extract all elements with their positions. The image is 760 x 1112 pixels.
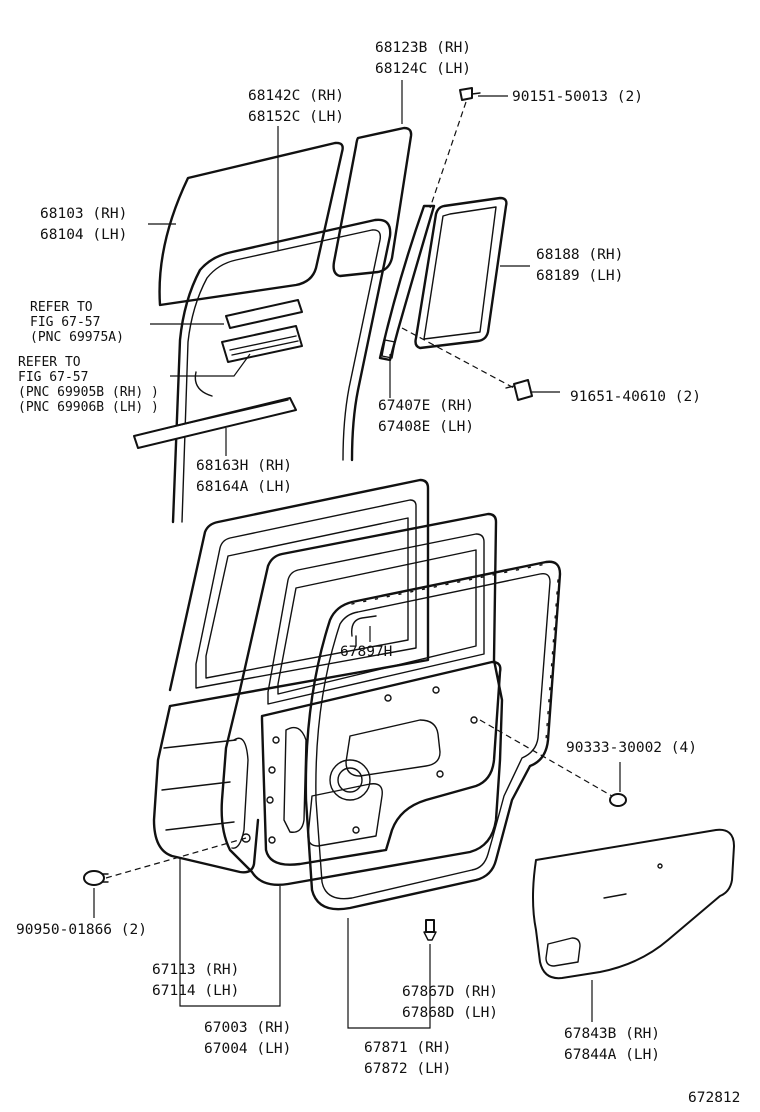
door-inner-frame-window-inner — [277, 549, 477, 695]
figure-number: 672812 — [688, 1090, 740, 1106]
belt-weatherstrip-outer — [225, 299, 303, 329]
door-weatherstrip-inner — [315, 572, 551, 900]
small-clip — [194, 371, 213, 397]
label-68142c: 68142C (RH) — [248, 88, 344, 104]
clip-icon — [83, 870, 109, 886]
label-68164a: 68164A (LH) — [196, 479, 292, 495]
panel-hole — [268, 766, 276, 774]
belt-weatherstrip-texture — [229, 335, 299, 356]
label-67867d: 67867D (RH) — [402, 984, 498, 1000]
door-inner-frame-window — [267, 533, 485, 705]
label-91651: 91651-40610 (2) — [570, 389, 701, 405]
weatherstrip-dots — [351, 563, 559, 741]
screw-dashed-line — [429, 101, 467, 209]
label-67897h: 67897H — [340, 644, 392, 660]
door-inner-frame — [220, 512, 504, 886]
panel-hole — [436, 770, 444, 778]
label-67003: 67003 (RH) — [204, 1020, 291, 1036]
glass-run-channel-inner — [181, 229, 382, 523]
refer1-line2: FIG 67-57 — [30, 315, 100, 330]
bolt-icon — [505, 379, 533, 401]
label-67868d: 67868D (LH) — [402, 1005, 498, 1021]
panel-hole — [272, 736, 280, 744]
label-67004: 67004 (LH) — [204, 1041, 291, 1057]
panel-hole — [352, 826, 360, 834]
refer2-line4: (PNC 69906B (LH) ) — [18, 400, 159, 415]
label-68188: 68188 (RH) — [536, 247, 623, 263]
glass-run-channel — [171, 218, 392, 524]
label-68123b: 68123B (RH) — [375, 40, 471, 56]
refer2-line2: FIG 67-57 — [18, 370, 88, 385]
label-67871: 67871 (RH) — [364, 1040, 451, 1056]
door-glass — [158, 141, 344, 307]
label-68163h: 68163H (RH) — [196, 458, 292, 474]
inner-panel-cutout-2 — [345, 719, 441, 777]
label-67844a: 67844A (LH) — [564, 1047, 660, 1063]
label-68152c: 68152C (LH) — [248, 109, 344, 125]
label-68104: 68104 (LH) — [40, 227, 127, 243]
speaker-hole-inner — [337, 767, 363, 793]
label-67407e: 67407E (RH) — [378, 398, 474, 414]
label-67872: 67872 (LH) — [364, 1061, 451, 1077]
small-weatherstrip — [351, 615, 377, 647]
label-67408e: 67408E (LH) — [378, 419, 474, 435]
panel-hole — [268, 836, 276, 844]
panel-hole — [384, 694, 392, 702]
screw-icon — [459, 87, 481, 101]
label-68124c: 68124C (LH) — [375, 61, 471, 77]
belt-weatherstrip-inner — [221, 325, 303, 363]
label-67113: 67113 (RH) — [152, 962, 239, 978]
refer2-line1: REFER TO — [18, 355, 81, 370]
service-hole-cover-line — [603, 893, 627, 899]
door-outer-window-inner — [205, 517, 409, 679]
label-68103: 68103 (RH) — [40, 206, 127, 222]
door-outer-panel — [152, 478, 430, 874]
door-hinge-edge — [231, 737, 249, 849]
door-outer-window — [195, 499, 417, 689]
panel-hole — [470, 716, 478, 724]
belt-moulding-edge — [145, 399, 289, 434]
label-68189: 68189 (LH) — [536, 268, 623, 284]
refer1-line3: (PNC 69975A) — [30, 330, 124, 345]
hole-plug-icon — [609, 793, 627, 807]
refer1-line1: REFER TO — [30, 300, 93, 315]
weatherstrip-clip-icon — [423, 919, 437, 941]
label-67843b: 67843B (RH) — [564, 1026, 660, 1042]
inner-panel-cutout-1 — [283, 726, 307, 833]
window-frame-rear — [414, 196, 508, 350]
service-hole-cover-mark — [657, 863, 663, 869]
division-bar-lower — [381, 339, 396, 359]
panel-hole — [241, 833, 251, 843]
clip-dashed-line — [105, 837, 247, 879]
speaker-hole — [329, 759, 371, 801]
hole-plug-dashed-line — [479, 719, 613, 797]
label-90151: 90151-50013 (2) — [512, 89, 643, 105]
leader-lines — [93, 80, 621, 1029]
service-hole-cover — [532, 828, 735, 980]
door-weatherstrip — [304, 560, 562, 911]
label-90950: 90950-01866 (2) — [16, 922, 147, 938]
label-67114: 67114 (LH) — [152, 983, 239, 999]
bolt-dashed-line — [401, 327, 515, 389]
service-hole-cover-pocket — [545, 937, 581, 967]
quarter-glass — [332, 126, 413, 278]
belt-moulding — [133, 397, 297, 449]
panel-hole — [432, 686, 440, 694]
panel-hole — [266, 796, 274, 804]
door-inner-panel — [260, 660, 502, 866]
refer2-line3: (PNC 69905B (RH) ) — [18, 385, 159, 400]
window-frame-rear-inner — [423, 206, 497, 340]
label-90333: 90333-30002 (4) — [566, 740, 697, 756]
